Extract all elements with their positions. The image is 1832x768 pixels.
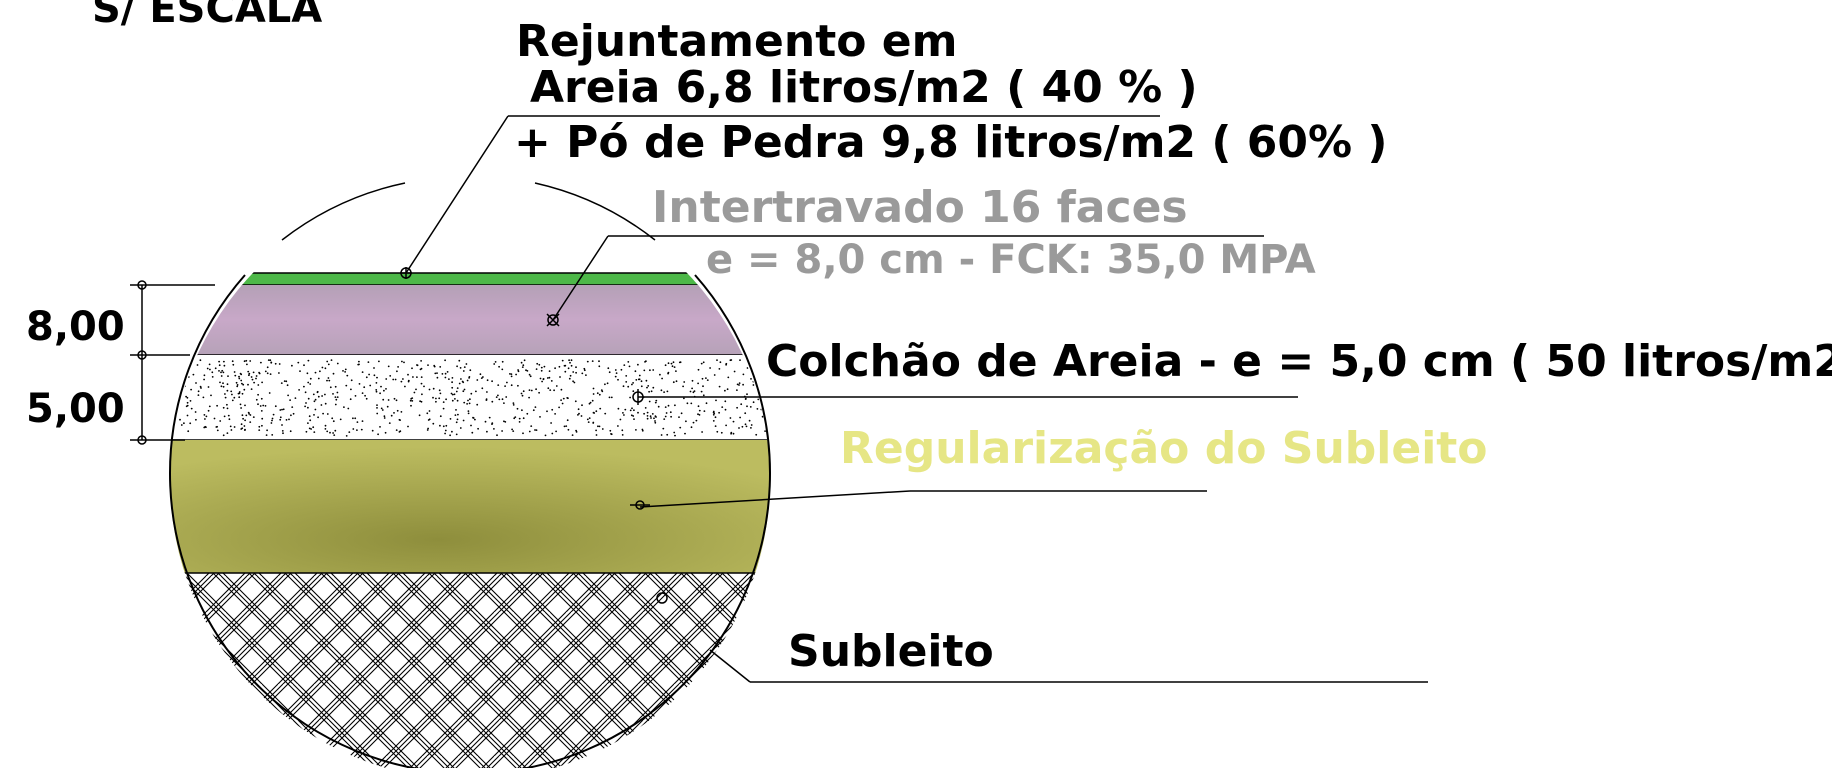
joint-fill-layer bbox=[170, 272, 770, 286]
sand-dots bbox=[170, 359, 770, 437]
label-intertravado-1: Intertravado 16 faces bbox=[652, 182, 1188, 233]
label-rejuntamento-3: + Pó de Pedra 9,8 litros/m2 ( 60% ) bbox=[514, 117, 1388, 168]
detail-arc-right bbox=[534, 182, 656, 241]
label-rejuntamento-1: Rejuntamento em bbox=[516, 16, 957, 67]
paver-layer bbox=[170, 285, 770, 355]
label-colchao: Colchão de Areia - e = 5,0 cm ( 50 litro… bbox=[766, 336, 1832, 387]
detail-arc-left bbox=[281, 182, 406, 241]
regularization-layer bbox=[170, 440, 770, 573]
scale-note: S/ ESCALA bbox=[92, 0, 322, 32]
leader-intertravado bbox=[546, 235, 1264, 327]
subgrade-layer bbox=[170, 573, 770, 768]
label-subleito: Subleito bbox=[788, 626, 994, 677]
label-regularizacao: Regularização do Subleito bbox=[840, 423, 1488, 474]
dimension-pavers: 8,00 bbox=[26, 304, 125, 350]
dimension-lines bbox=[130, 280, 215, 445]
leader-colchao bbox=[632, 389, 1298, 405]
leader-subleito bbox=[656, 592, 1428, 683]
leader-regularizacao bbox=[630, 490, 1207, 510]
leader-rejuntamento bbox=[400, 115, 1160, 279]
label-rejuntamento-2: Areia 6,8 litros/m2 ( 40 % ) bbox=[530, 62, 1198, 113]
dimension-sand-bed: 5,00 bbox=[26, 386, 125, 432]
label-intertravado-2: e = 8,0 cm - FCK: 35,0 MPA bbox=[706, 237, 1316, 283]
detail-circle-outline bbox=[169, 274, 771, 768]
